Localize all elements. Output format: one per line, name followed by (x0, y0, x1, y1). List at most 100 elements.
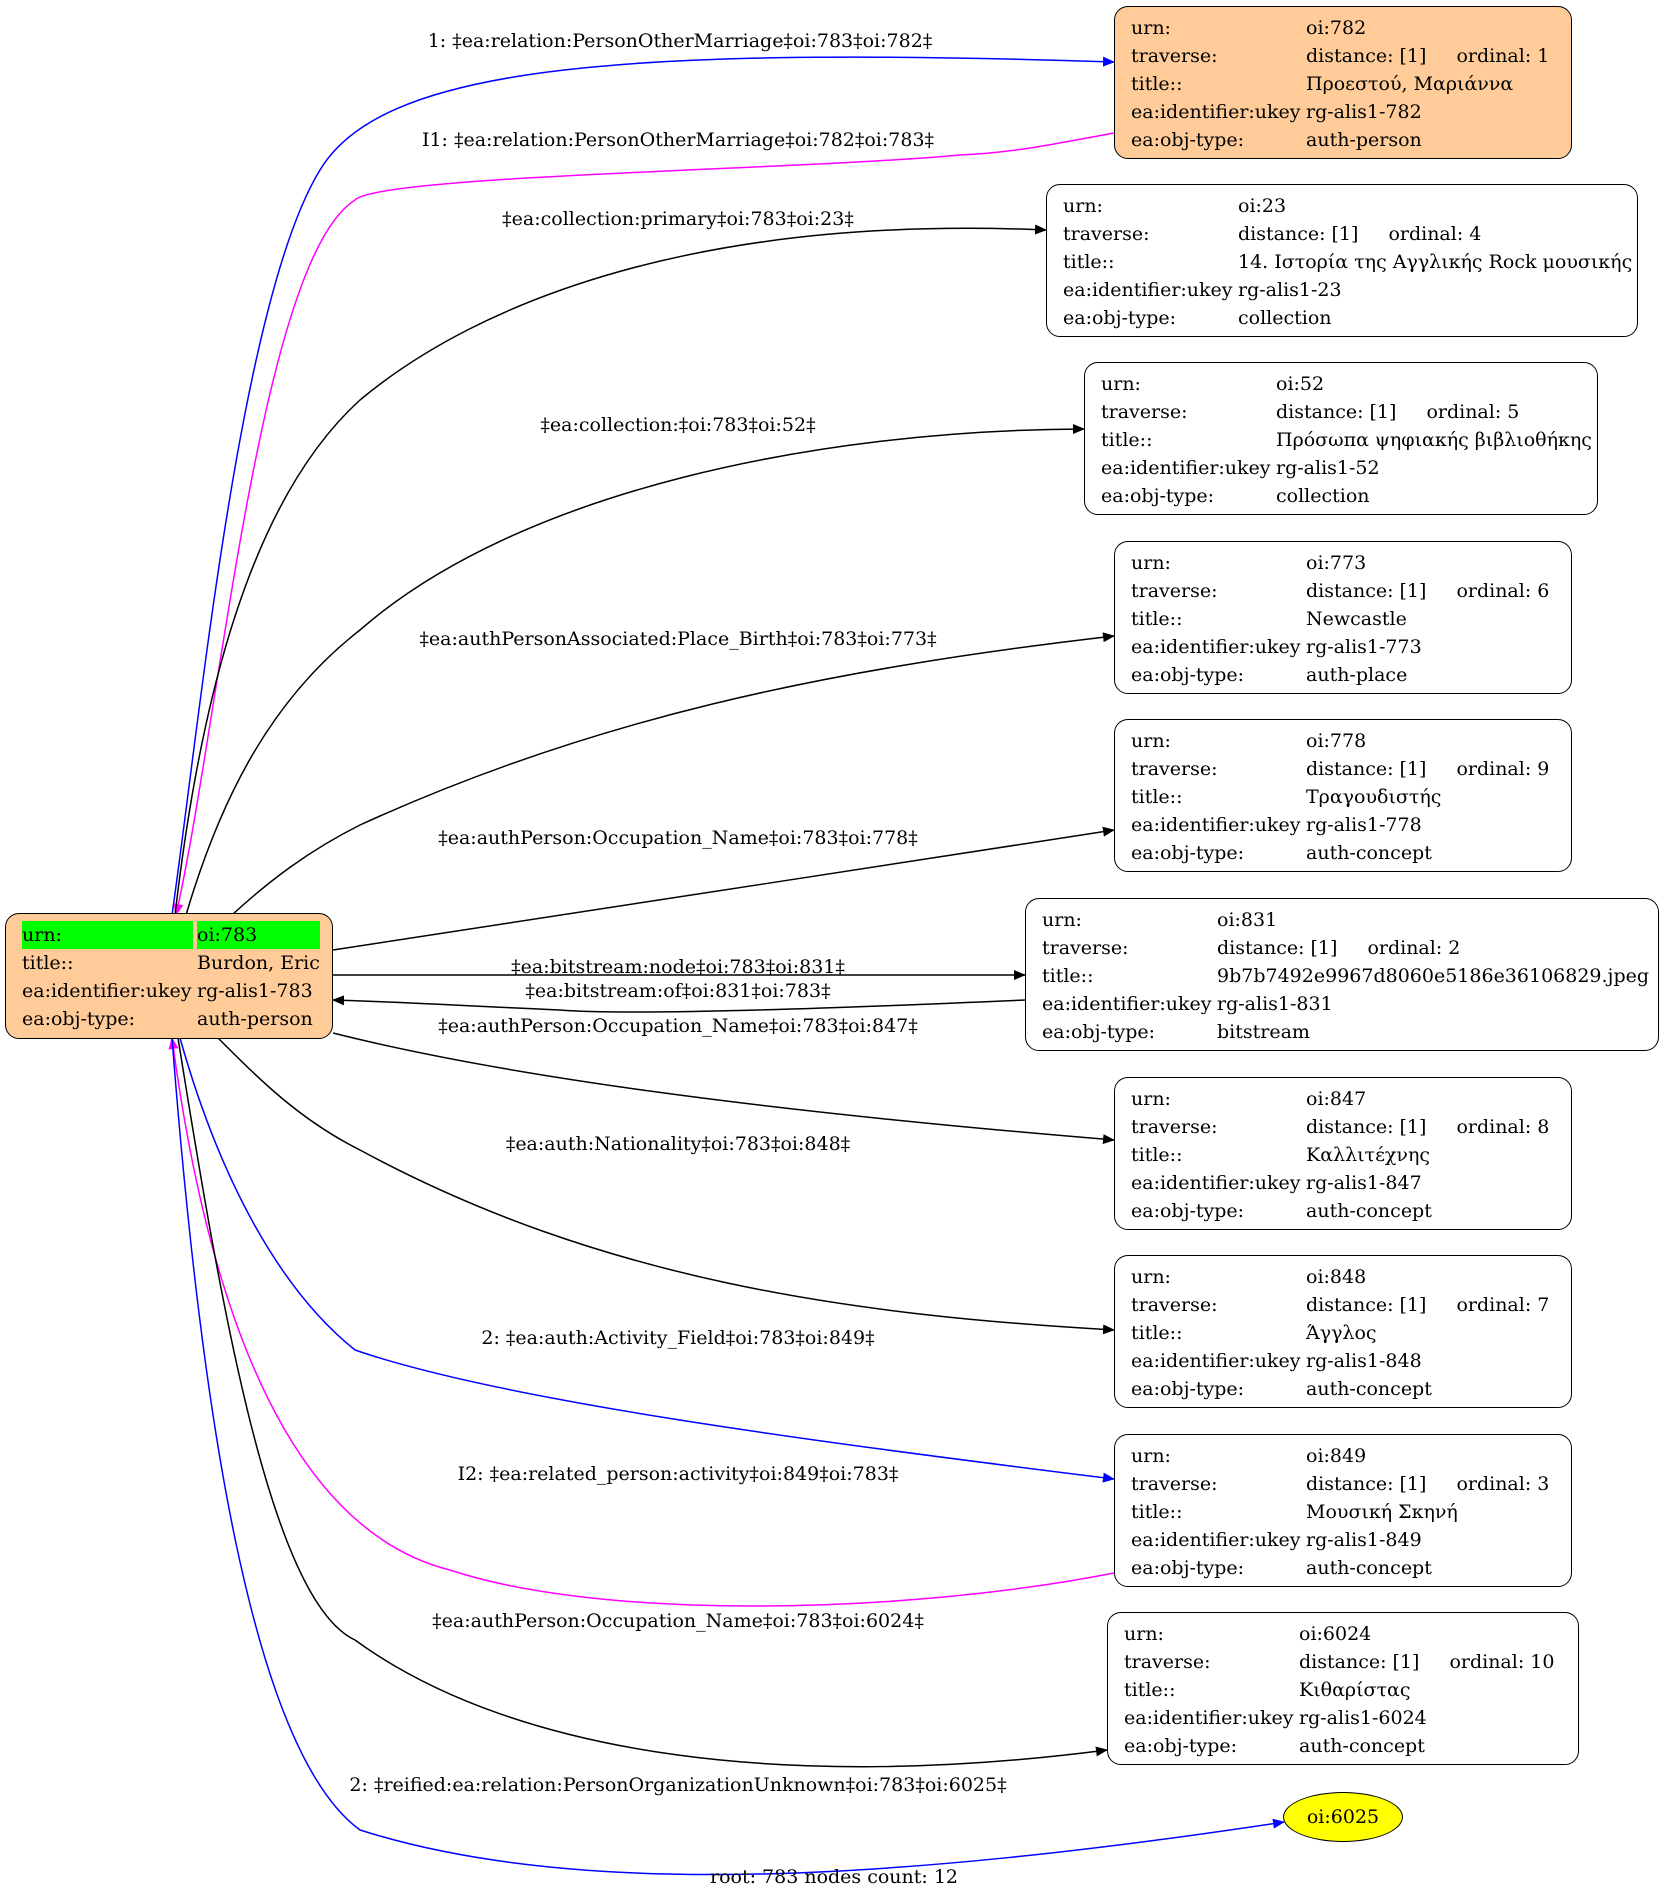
node-root[interactable]: urn: oi:783 title:: Burdon, Eric ea:iden… (5, 913, 333, 1039)
node-row-type: ea:obj-type: auth-person (22, 1005, 320, 1033)
field-value-ordinal: ordinal: 5 (1426, 401, 1520, 423)
edge-778 (332, 826, 1115, 951)
field-value-ordinal: ordinal: 6 (1456, 580, 1550, 602)
node-row-type: ea:obj-type:auth-concept (1124, 1732, 1566, 1760)
edge-label: I1: ‡ea:relation:PersonOtherMarriage‡oi:… (421, 129, 935, 151)
node-row-urn: urn: oi:831 (1042, 906, 1646, 934)
field-value: auth-concept (1306, 1200, 1432, 1222)
edge-782-inverse (173, 132, 1115, 916)
field-value: rg-alis1-778 (1306, 814, 1422, 836)
node-row-traverse: traverse:distance: [1]ordinal: 3 (1131, 1470, 1559, 1498)
field-key: traverse: (1063, 223, 1150, 245)
node-row-traverse: traverse:distance: [1]ordinal: 4 (1063, 220, 1625, 248)
field-key: ea:identifier:ukey (1124, 1707, 1294, 1729)
field-value: distance: [1] (1306, 1116, 1427, 1138)
node-row-type: ea:obj-type:auth-place (1131, 661, 1559, 689)
field-key: urn: (1131, 1266, 1171, 1288)
field-value: distance: [1] (1299, 1651, 1420, 1673)
edge-848 (217, 1037, 1115, 1335)
field-value: rg-alis1-6024 (1299, 1707, 1427, 1729)
field-value: Κιθαρίστας (1299, 1679, 1411, 1701)
field-value: 14. Ιστορία της Αγγλικής Rock μουσικής (1238, 251, 1633, 273)
node-row-type: ea:obj-type: collection (1101, 482, 1585, 510)
field-value: rg-alis1-782 (1306, 101, 1422, 123)
field-value: oi:831 (1217, 909, 1278, 931)
field-value: auth-concept (1299, 1735, 1425, 1757)
node-oi-6025[interactable]: oi:6025 (1283, 1792, 1403, 1842)
node-row-urn: urn:oi:6024 (1124, 1620, 1566, 1648)
field-key: traverse: (1042, 937, 1129, 959)
edge-label: ‡ea:bitstream:of‡oi:831‡oi:783‡ (525, 980, 831, 1002)
field-value: collection (1276, 485, 1370, 507)
field-key: urn: (1063, 195, 1103, 217)
edge-label: I2: ‡ea:related_person:activity‡oi:849‡o… (457, 1463, 899, 1485)
node-row-type: ea:obj-type: collection (1063, 304, 1625, 332)
field-value: auth-concept (1306, 842, 1432, 864)
field-key: urn: (1131, 1088, 1171, 1110)
field-value: distance: [1] (1276, 401, 1397, 423)
node-row-traverse: traverse:distance: [1]ordinal: 7 (1131, 1291, 1559, 1319)
field-key: urn: (1124, 1623, 1164, 1645)
field-key: traverse: (1131, 1116, 1218, 1138)
node-row-title: title::Καλλιτέχνης (1131, 1141, 1559, 1169)
node-row-title: title::Τραγουδιστής (1131, 783, 1559, 811)
edge-52 (185, 424, 1085, 916)
field-key: traverse: (1131, 1294, 1218, 1316)
node-row-traverse: traverse:distance: [1]ordinal: 5 (1101, 398, 1585, 426)
field-key: urn: (1131, 730, 1171, 752)
field-key: urn: (1042, 909, 1082, 931)
field-value: distance: [1] (1306, 1294, 1427, 1316)
field-key: traverse: (1131, 580, 1218, 602)
edge-label: 2: ‡ea:auth:Activity_Field‡oi:783‡oi:849… (481, 1327, 875, 1349)
field-value: oi:778 (1306, 730, 1367, 752)
field-key: ea:obj-type: (1131, 129, 1245, 151)
field-value: distance: [1] (1238, 223, 1359, 245)
field-key: urn: (1101, 373, 1141, 395)
field-key: title:: (1131, 1144, 1183, 1166)
field-key: traverse: (1131, 758, 1218, 780)
field-key: ea:obj-type: (1063, 307, 1177, 329)
node-row-title: title::14. Ιστορία της Αγγλικής Rock μου… (1063, 248, 1632, 276)
field-key: ea:identifier:ukey (1131, 1529, 1301, 1551)
node-row-type: ea:obj-type: auth-person (1131, 126, 1559, 154)
field-value: auth-concept (1306, 1557, 1432, 1579)
field-value: rg-alis1-847 (1306, 1172, 1422, 1194)
field-key: ea:obj-type: (1131, 1378, 1245, 1400)
field-key: ea:identifier:ukey (22, 980, 192, 1002)
field-key: title:: (1042, 965, 1094, 987)
field-key: ea:obj-type: (1131, 842, 1245, 864)
field-key: urn: (1131, 17, 1171, 39)
field-value: distance: [1] (1217, 937, 1338, 959)
field-key: ea:identifier:ukey (1131, 1350, 1301, 1372)
field-value: rg-alis1-831 (1217, 993, 1333, 1015)
field-value: oi:23 (1238, 195, 1287, 217)
field-value: oi:782 (1306, 17, 1367, 39)
node-row-traverse: traverse:distance: [1]ordinal: 2 (1042, 934, 1646, 962)
field-key: ea:obj-type: (1101, 485, 1215, 507)
field-value: collection (1238, 307, 1332, 329)
field-key: traverse: (1131, 1473, 1218, 1495)
node-row-title: title:: Burdon, Eric (22, 949, 320, 977)
field-value: Προεστού, Μαριάννα (1306, 73, 1514, 95)
node-row-type: ea:obj-type:auth-concept (1131, 1197, 1559, 1225)
graph-footer: root: 783 nodes count: 12 (709, 1866, 959, 1888)
node-row-urn: urn: oi:782 (1131, 14, 1559, 42)
field-value: oi:848 (1306, 1266, 1367, 1288)
field-value: auth-person (1306, 129, 1422, 151)
